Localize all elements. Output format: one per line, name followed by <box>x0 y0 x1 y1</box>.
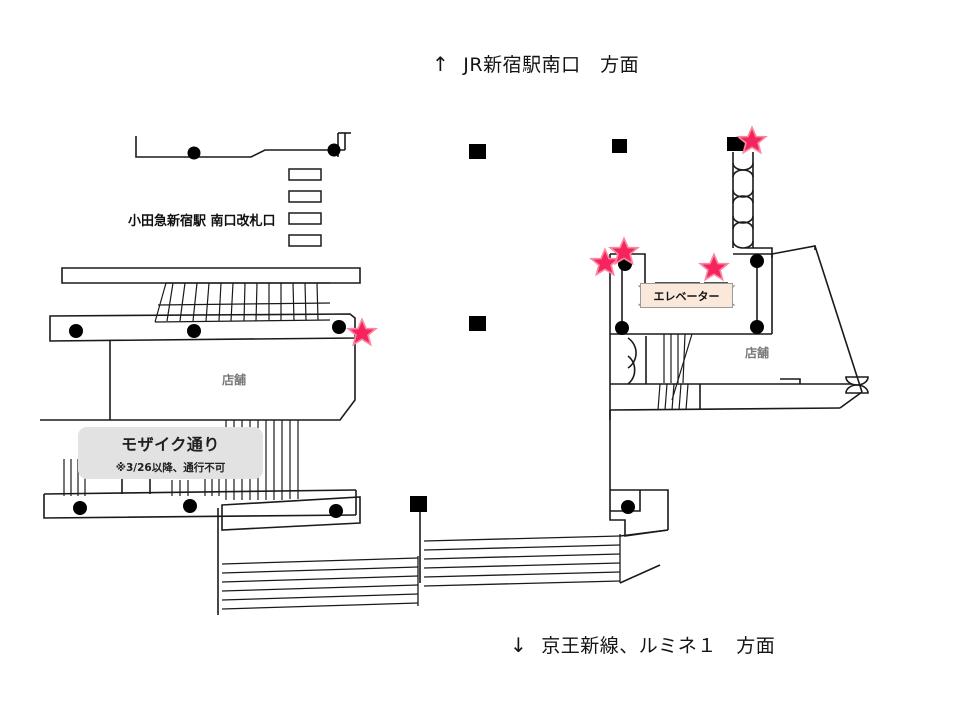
left-stairs-hatch <box>154 282 331 323</box>
elevator-label: エレベーター <box>653 289 720 303</box>
left-concourse <box>40 267 363 421</box>
alcove-stair-connector <box>619 529 669 537</box>
up-arrow-icon: ↑ <box>432 52 450 76</box>
mosaic-street-note: ※3/26以降、通行不可 <box>115 462 226 474</box>
square-markers <box>410 137 747 512</box>
right-curved-stairs <box>627 336 647 385</box>
pillar-dot <box>332 320 346 334</box>
pillar-dot <box>615 321 629 335</box>
square-marker <box>469 144 486 159</box>
right-escalator-symbol <box>845 376 869 394</box>
right-vertical-hatch <box>663 333 693 401</box>
star-marker <box>589 247 621 277</box>
left-ramp <box>221 496 361 531</box>
ticket-gate-area <box>135 132 351 158</box>
pillar-dot <box>621 500 635 514</box>
direction-label-top-text: JR新宿駅南口 方面 <box>463 54 640 76</box>
right-store-region <box>609 245 863 511</box>
star-marker <box>736 125 768 155</box>
escalator-column <box>732 152 754 249</box>
mosaic-street-title: モザイク通り <box>121 435 220 454</box>
pillar-dot <box>329 504 343 518</box>
pillar-dot <box>183 499 197 513</box>
direction-label-bottom-text: 京王新線、ルミネ１ 方面 <box>541 635 776 657</box>
pillar-dot <box>327 143 341 157</box>
right-alcove <box>609 489 669 537</box>
elevator-block: エレベーター <box>640 283 733 308</box>
square-marker <box>469 316 486 331</box>
star-marker <box>698 252 730 282</box>
pillar-dot <box>750 320 764 334</box>
pillar-dot <box>187 146 201 160</box>
pillar-dot <box>69 324 83 338</box>
square-marker <box>410 496 427 512</box>
pillar-dot <box>73 501 87 515</box>
pillar-markers <box>69 143 764 518</box>
direction-label-bottom: ↓ 京王新線、ルミネ１ 方面 <box>510 631 775 658</box>
stair-band-left <box>221 556 419 610</box>
ticket-gate-label: 小田急新宿駅 南口改札口 <box>128 214 276 229</box>
shop-label-left: 店舗 <box>222 373 247 387</box>
shop-label-right: 店舗 <box>745 346 770 360</box>
pillar-dot <box>187 324 201 338</box>
alcove-stair-connector-2 <box>619 564 661 584</box>
gate-bars <box>288 168 322 247</box>
star-marker <box>346 317 378 347</box>
mosaic-street-callout: モザイク通り ※3/26以降、通行不可 <box>78 427 263 479</box>
star-markers <box>346 125 768 347</box>
star-marker <box>608 236 640 266</box>
stair-band-right <box>423 534 621 587</box>
square-marker <box>612 139 627 153</box>
down-arrow-icon: ↓ <box>510 633 528 657</box>
pillar-dot <box>750 254 764 268</box>
direction-label-top: ↑ JR新宿駅南口 方面 <box>432 50 639 77</box>
right-lower-hatch <box>657 383 689 411</box>
